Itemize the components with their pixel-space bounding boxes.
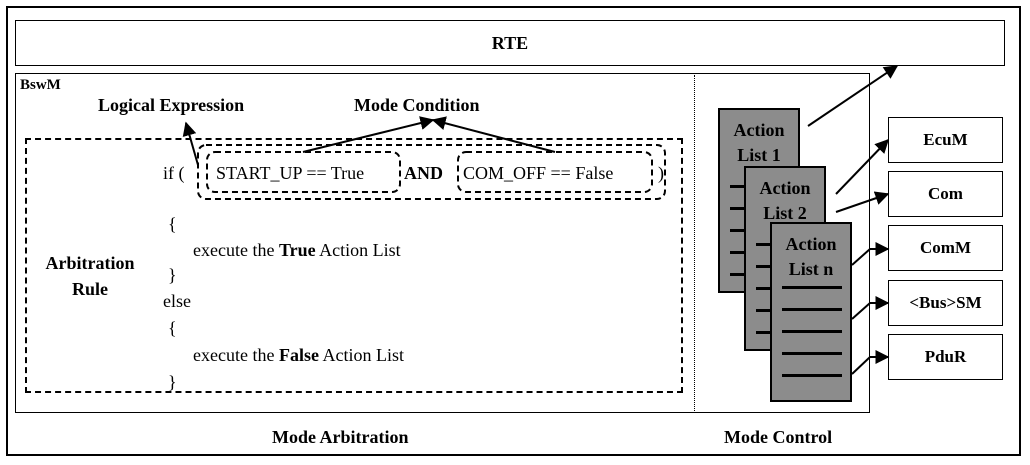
target-bussm: <Bus>SM — [888, 280, 1003, 326]
condition1-dashed-box — [206, 151, 401, 193]
condition-com-off: COM_OFF == False — [463, 163, 614, 183]
mode-divider — [694, 75, 695, 411]
arbitration-rule-label: Arbitration Rule — [35, 250, 145, 302]
target-comm: ComM — [888, 225, 1003, 271]
target-com: Com — [888, 171, 1003, 217]
code-else: else — [163, 291, 191, 311]
code-brace-close-1: } — [168, 265, 177, 285]
action-list-n-to-pdur-arrow — [851, 350, 890, 375]
action-list-n: Action List n — [770, 222, 852, 402]
arbitration-rule-line2: Rule — [72, 279, 108, 299]
false-word: False — [278, 345, 319, 365]
code-if: if ( — [163, 163, 185, 183]
action-list-1-title: Action List 1 — [733, 120, 785, 165]
condition-start-up: START_UP == True — [216, 163, 365, 183]
execute-suffix: Action List — [322, 345, 404, 365]
logical-expression-arrow — [182, 121, 199, 166]
mode-condition-arrow-1 — [302, 116, 435, 153]
code-and: AND — [404, 163, 443, 183]
caption-mode-control: Mode Control — [724, 427, 833, 447]
arbitration-rule-line1: Arbitration — [45, 253, 135, 273]
condition2-dashed-box — [457, 151, 653, 193]
logical-expression-label: Logical Expression — [98, 95, 245, 115]
code-true-line: execute the True Action List — [193, 240, 401, 261]
bswm-label: BswM — [20, 77, 61, 93]
code-close-paren: ) — [658, 163, 664, 183]
code-brace-open-1: { — [168, 214, 177, 234]
bswm-box — [15, 73, 870, 413]
execute-prefix: execute the — [193, 345, 275, 365]
execute-prefix: execute the — [193, 240, 275, 260]
mode-condition-arrow-2 — [431, 116, 556, 153]
logical-expression-dashed-box — [197, 144, 666, 200]
mode-condition-label: Mode Condition — [354, 95, 480, 115]
action-list-2-to-ecum-arrow — [835, 138, 889, 195]
code-false-line: execute the False Action List — [193, 345, 404, 366]
execute-suffix: Action List — [319, 240, 401, 260]
code-brace-close-2: } — [168, 372, 177, 392]
action-list-1-to-rte-arrow — [807, 65, 899, 127]
action-list-2-to-com-arrow — [835, 191, 890, 213]
target-ecum: EcuM — [888, 117, 1003, 163]
diagram-frame — [6, 6, 1021, 456]
true-word: True — [278, 240, 316, 260]
rte-label: RTE — [491, 32, 529, 53]
code-brace-open-2: { — [168, 318, 177, 338]
rte-box: RTE — [15, 20, 1005, 66]
caption-mode-arbitration: Mode Arbitration — [272, 427, 409, 447]
action-list-n-to-bussm-arrow — [851, 296, 890, 320]
action-list-n-to-comm-arrow — [851, 242, 890, 266]
action-list-n-title: Action List n — [785, 234, 837, 279]
action-list-2-title: Action List 2 — [759, 178, 811, 223]
